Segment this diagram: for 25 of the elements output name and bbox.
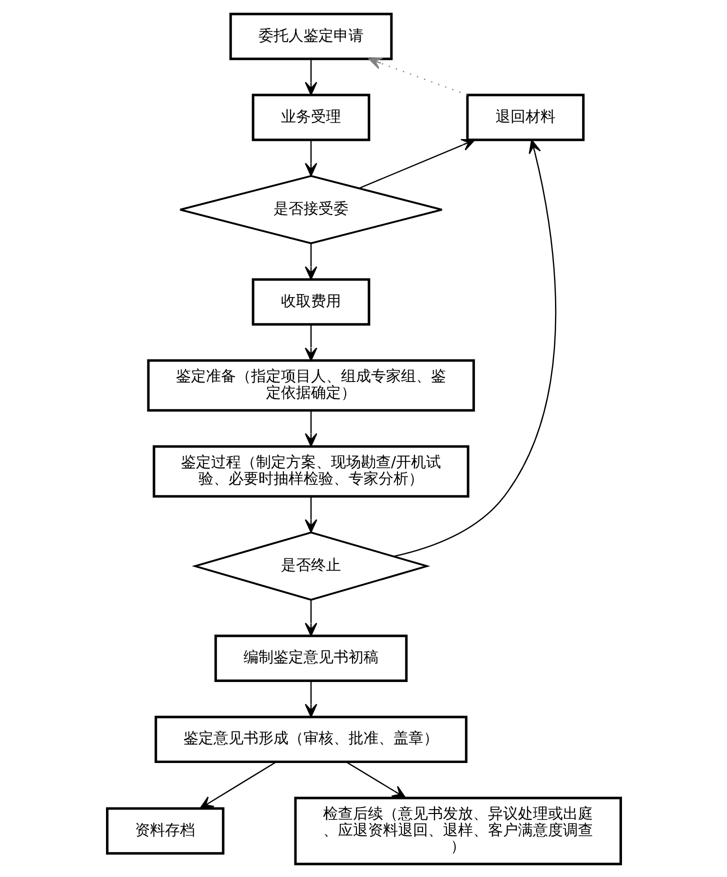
arrow <box>358 138 475 188</box>
node-diamond: 是否终止 <box>191 531 430 600</box>
arrow <box>304 496 317 532</box>
node-diamond: 是否接受委 <box>178 174 442 244</box>
node-box: 鉴定意见书形成（审核、批准、盖章） <box>154 715 467 763</box>
node-box: 委托人鉴定申请 <box>228 12 392 60</box>
node-box: 退回材料 <box>466 93 584 141</box>
arrow <box>345 760 406 798</box>
arrow <box>304 324 317 361</box>
arrow <box>304 410 317 446</box>
node-box: 检查后续（意见书发放、异议处理或出庭、应退资料退回、退样、客户满意度调查） <box>294 796 622 865</box>
node-box: 鉴定过程（制定方案、现场勘查/开机试验、必要时抽样检验、专家分析） <box>152 444 469 498</box>
node-box: 资料存档 <box>106 806 224 854</box>
node-box: 编制鉴定意见书初稿 <box>214 634 408 682</box>
arrow <box>304 139 317 176</box>
node-box: 鉴定准备（指定项目人、组成专家组、鉴定依据确定） <box>146 358 474 412</box>
arrow <box>304 243 317 280</box>
node-box: 收取费用 <box>251 278 370 326</box>
arrow <box>304 58 317 95</box>
arrow <box>199 760 276 808</box>
arrow <box>304 680 317 717</box>
node-box: 业务受理 <box>251 93 370 141</box>
arrow <box>368 56 468 95</box>
arrow <box>304 600 317 636</box>
arrow <box>393 139 556 556</box>
